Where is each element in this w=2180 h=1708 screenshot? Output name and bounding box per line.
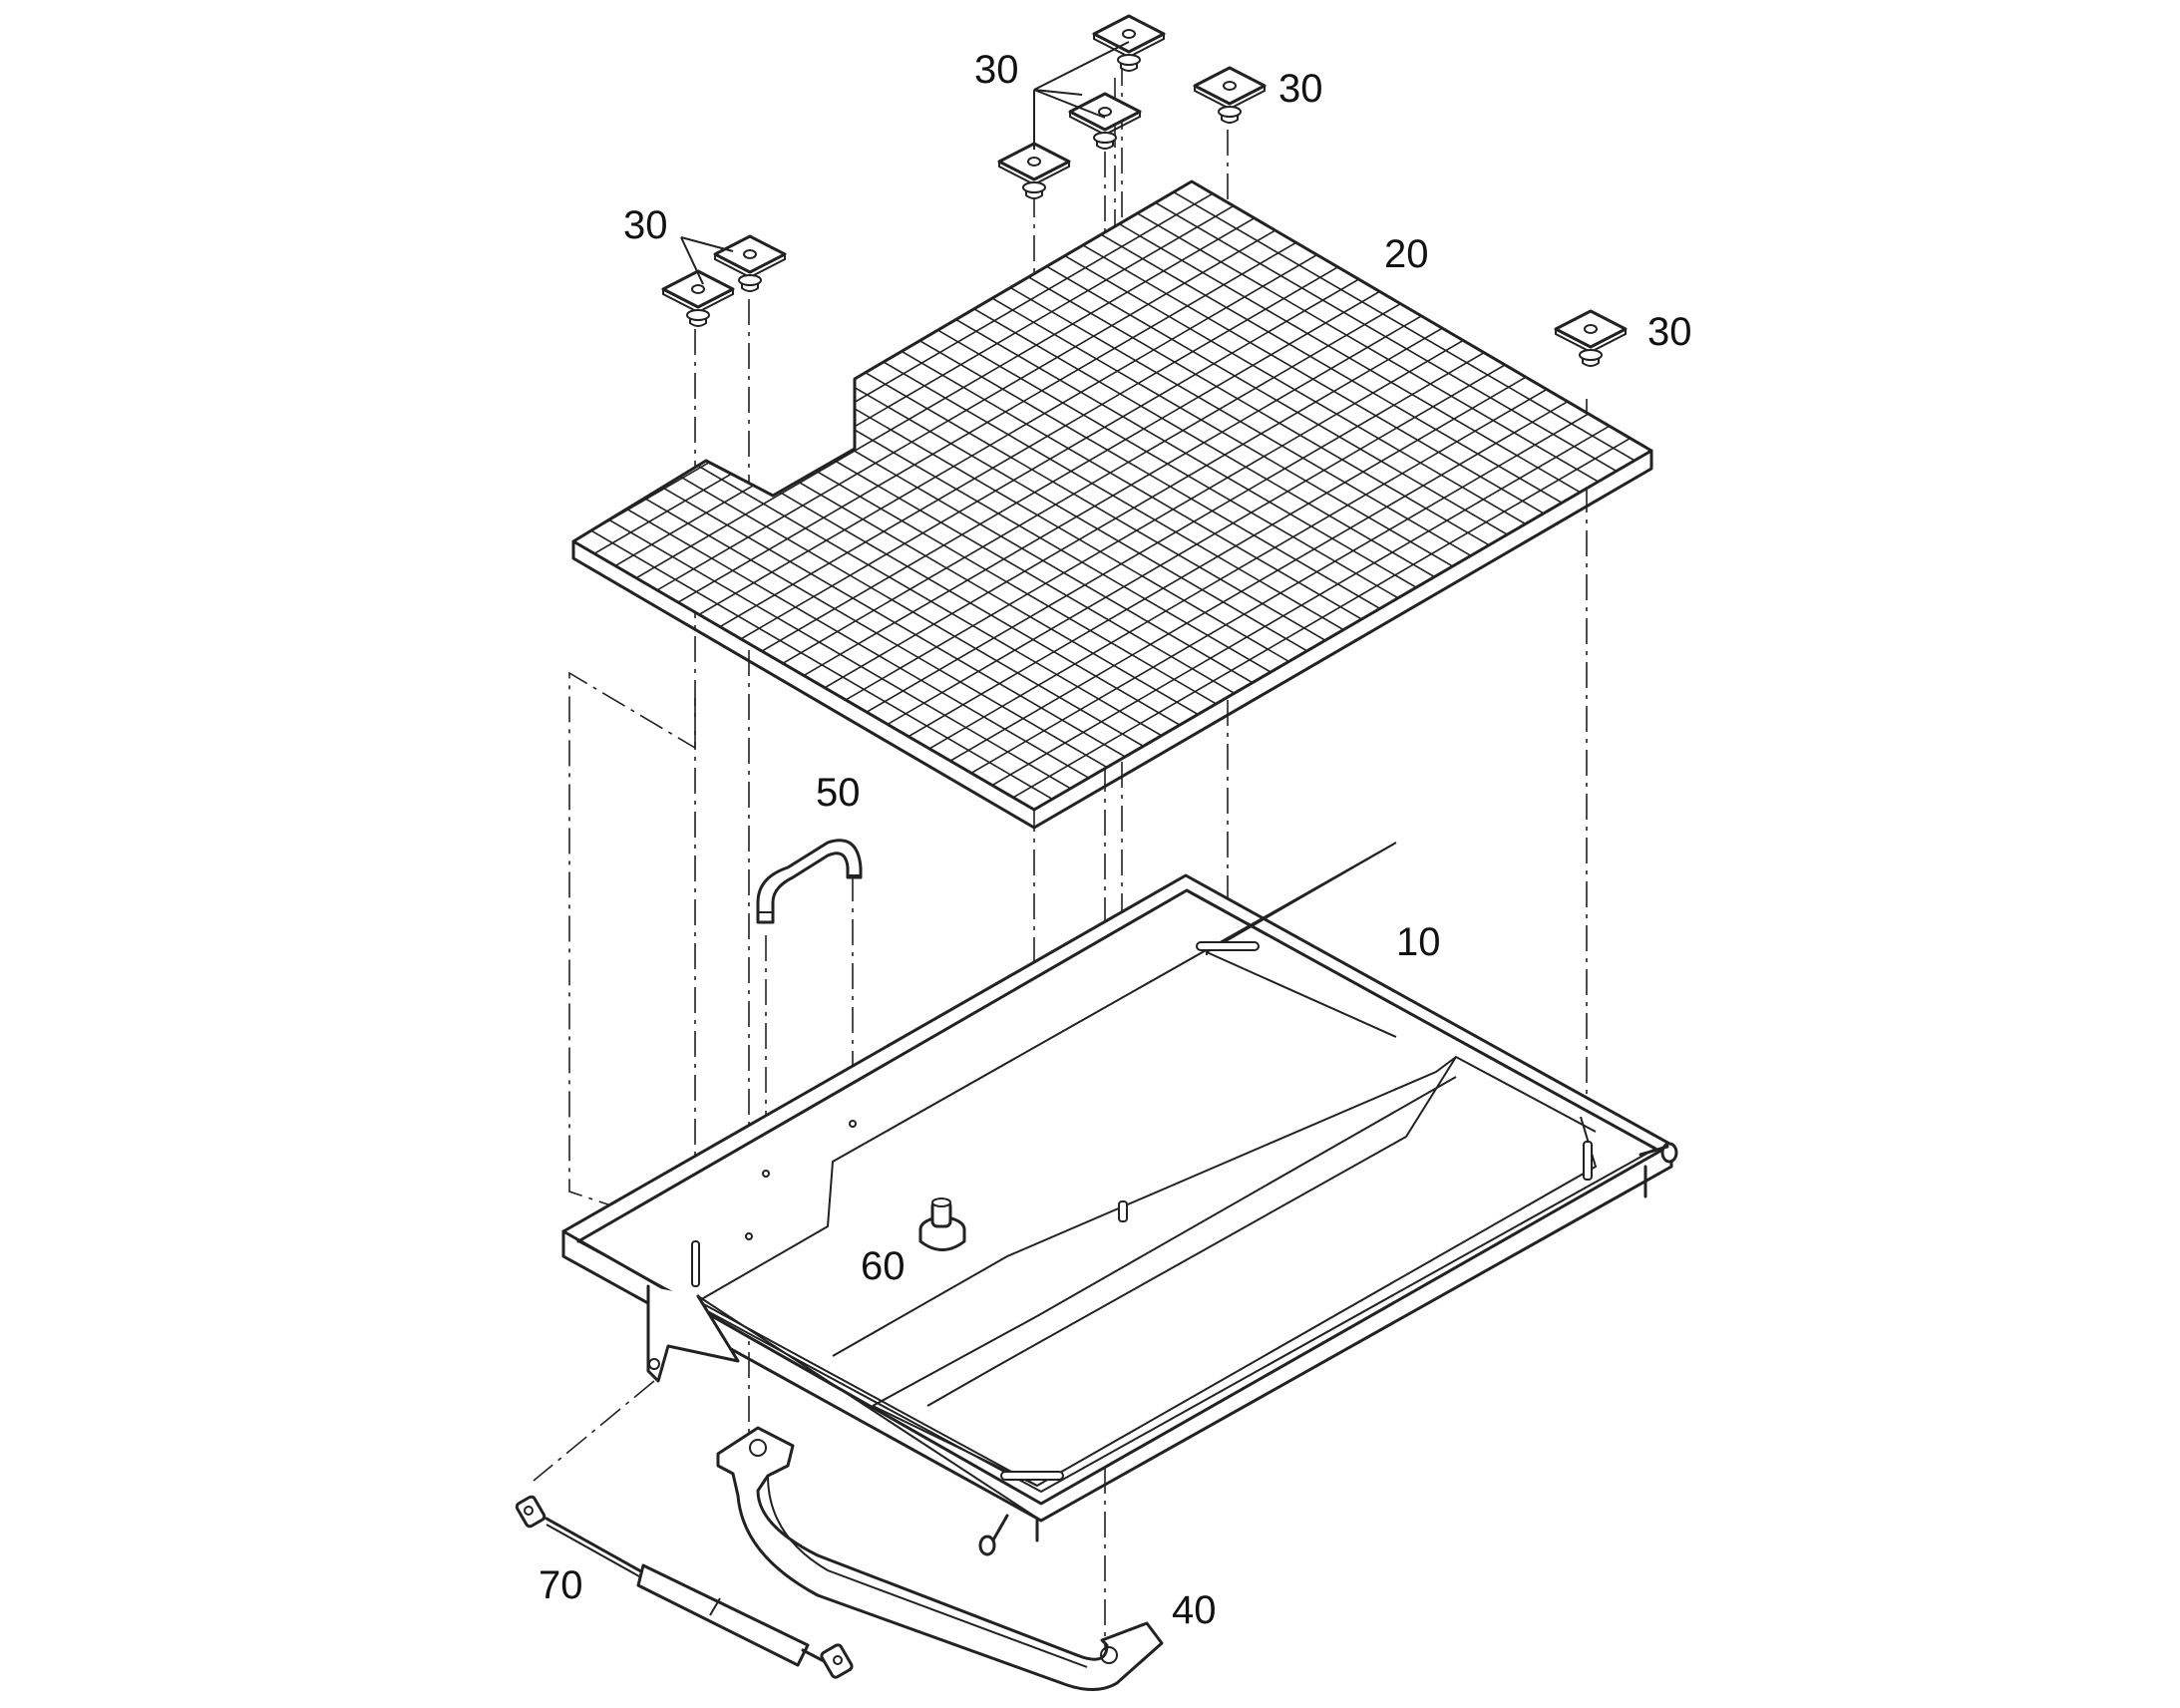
callout-60: 60 bbox=[861, 1244, 906, 1288]
part-30-clamps bbox=[661, 14, 1628, 367]
clamp-3 bbox=[997, 142, 1071, 199]
callout-30-top: 30 bbox=[974, 48, 1019, 92]
clamp-1 bbox=[1092, 14, 1166, 72]
callout-10: 10 bbox=[1396, 920, 1441, 964]
clamp-6 bbox=[661, 269, 735, 327]
callout-leaders bbox=[680, 41, 1130, 285]
clamp-4 bbox=[1193, 66, 1267, 124]
part-60-buffer bbox=[918, 1197, 966, 1251]
clamp-5 bbox=[1554, 309, 1628, 367]
callout-70: 70 bbox=[539, 1563, 583, 1607]
callout-labels: 10 20 30 30 30 30 40 50 60 70 bbox=[539, 48, 1692, 1632]
part-10-frame bbox=[561, 842, 1678, 1556]
callout-50: 50 bbox=[816, 771, 861, 815]
callout-40: 40 bbox=[1172, 1588, 1217, 1632]
callout-30-right-top: 30 bbox=[1278, 67, 1323, 111]
part-50-handle bbox=[756, 839, 863, 924]
clamp-7 bbox=[713, 234, 787, 292]
clamp-2 bbox=[1068, 92, 1142, 150]
part-40-support-tube bbox=[716, 1426, 1164, 1691]
callout-20: 20 bbox=[1384, 232, 1429, 276]
callout-30-right: 30 bbox=[1647, 310, 1692, 354]
part-70-gas-strut bbox=[515, 1495, 854, 1679]
part-20-grating bbox=[571, 179, 1653, 830]
callout-30-left: 30 bbox=[623, 203, 668, 247]
